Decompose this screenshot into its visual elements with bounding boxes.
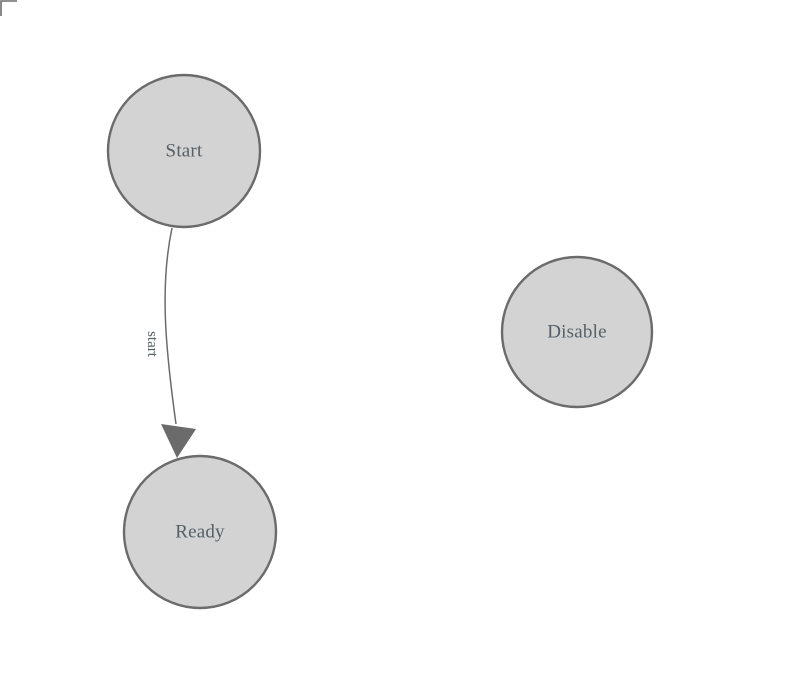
edge-start-to-ready[interactable]: start (144, 227, 196, 458)
state-circle-disable (500, 255, 654, 409)
edge-path-start-to-ready (164, 227, 177, 425)
state-node-disable[interactable]: Disable (500, 255, 654, 409)
state-label-ready: Ready (175, 522, 225, 543)
state-node-ready[interactable]: Ready (122, 454, 278, 610)
crop-corner-mark (0, 0, 17, 16)
edge-label-start: start (144, 331, 160, 358)
state-label-start: Start (166, 141, 203, 162)
state-circle-ready (122, 454, 278, 610)
state-circle-start (106, 73, 262, 229)
arrow-head-icon (161, 424, 196, 458)
state-label-disable: Disable (547, 322, 606, 343)
state-node-start[interactable]: Start (106, 73, 262, 229)
